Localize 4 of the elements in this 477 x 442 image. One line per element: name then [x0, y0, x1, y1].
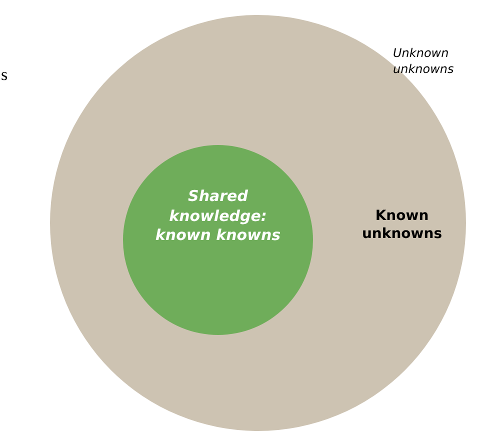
text-fragment: s	[1, 64, 9, 86]
region-label: Unknown unknowns	[393, 46, 455, 78]
ring-label: Known unknowns	[360, 207, 444, 244]
circle-label: Shared knowledge: known knowns	[154, 187, 282, 246]
